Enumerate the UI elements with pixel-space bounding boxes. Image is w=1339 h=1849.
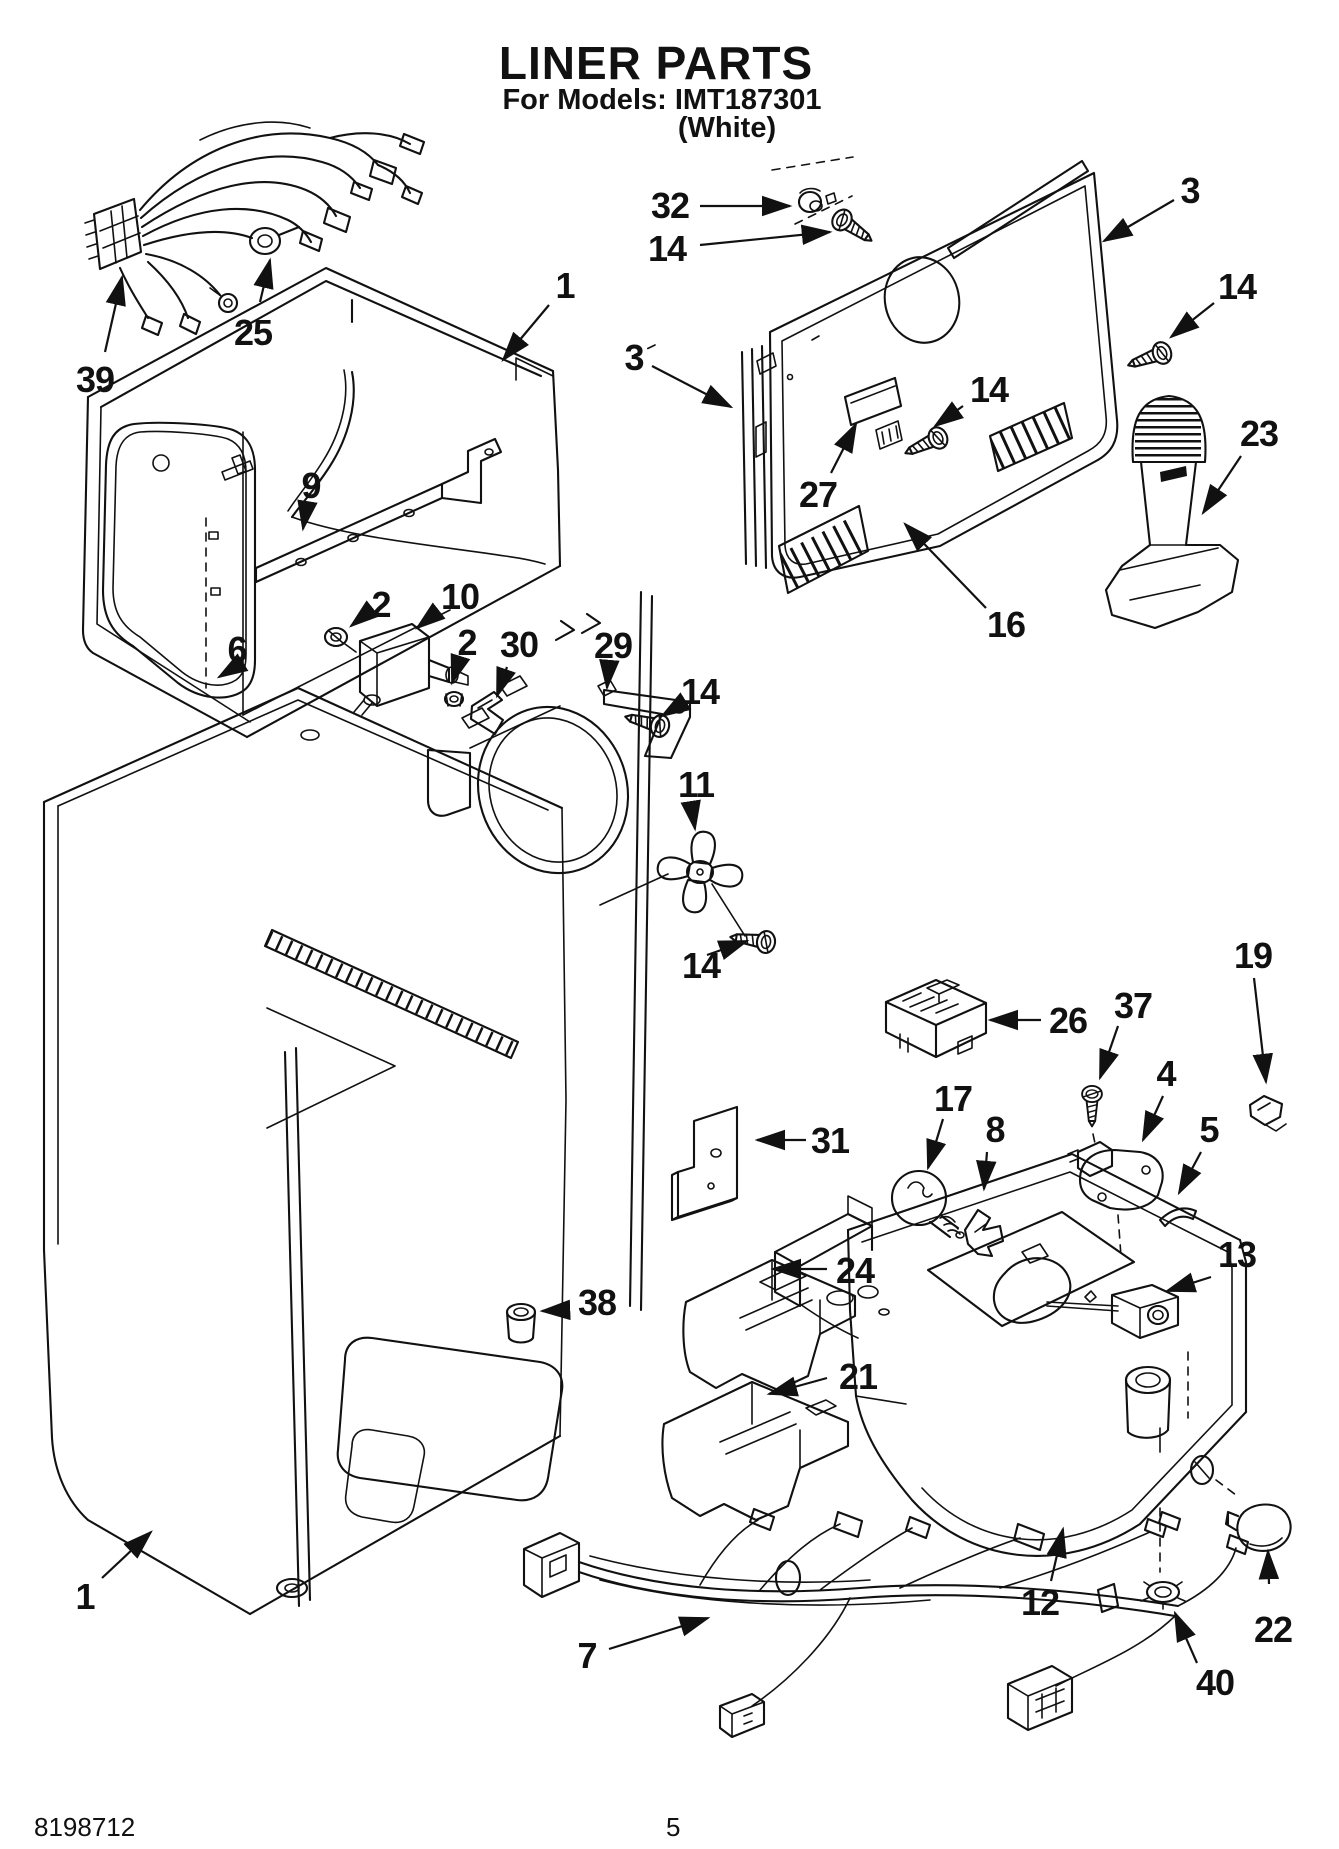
- leader-arrow-2: [348, 600, 380, 628]
- page-number: 5: [666, 1812, 681, 1842]
- callout-6: 6: [227, 629, 247, 670]
- leader-arrow-17: [926, 1118, 947, 1171]
- callout-5: 5: [1199, 1109, 1219, 1150]
- callout-7: 7: [577, 1635, 597, 1676]
- leader-arrow-16: [903, 522, 987, 609]
- leader-arrow-9: [297, 499, 318, 532]
- callout-3: 3: [1180, 170, 1200, 211]
- leader-arrow-12: [1046, 1526, 1067, 1582]
- callout-24: 24: [835, 1250, 875, 1291]
- leader-arrow-39: [103, 274, 126, 353]
- leader-arrow-1: [101, 1530, 153, 1579]
- leader-arrow-14: [699, 224, 833, 247]
- callout-14: 14: [681, 945, 721, 986]
- callout-29: 29: [593, 625, 633, 666]
- leader-arrow-30: [495, 665, 516, 699]
- leader-arrow-27: [830, 421, 858, 474]
- callout-16: 16: [986, 604, 1026, 645]
- evaporator-cover-panel: [627, 156, 1119, 595]
- leader-arrow-14: [706, 939, 750, 961]
- callout-30: 30: [499, 624, 539, 665]
- leader-arrow-40: [1173, 1610, 1199, 1664]
- document-number: 8198712: [34, 1812, 136, 1842]
- leader-arrow-11: [680, 799, 701, 832]
- callout-17: 17: [933, 1078, 973, 1119]
- callout-23: 23: [1239, 413, 1279, 454]
- callout-9: 9: [301, 465, 321, 506]
- callout-2: 2: [457, 622, 477, 663]
- leader-arrow-23: [1201, 455, 1242, 516]
- callout-21: 21: [838, 1356, 878, 1397]
- callout-38: 38: [577, 1282, 617, 1323]
- leader-arrow-14: [932, 401, 964, 428]
- callout-31: 31: [810, 1120, 850, 1161]
- leader-arrow-1: [501, 304, 550, 362]
- callout-2: 2: [371, 584, 391, 625]
- support-bracket: [254, 437, 503, 584]
- callout-40: 40: [1195, 1662, 1235, 1703]
- callout-13: 13: [1217, 1234, 1257, 1275]
- wire-harness-evaporator: [84, 121, 426, 337]
- leader-arrow-14: [1168, 302, 1215, 339]
- callout-37: 37: [1113, 985, 1153, 1026]
- damper-control-tower: [1104, 394, 1240, 630]
- callout-32: 32: [650, 185, 690, 226]
- leader-arrow-13: [1164, 1272, 1212, 1293]
- models-subtitle: For Models: IMT187301: [502, 84, 822, 116]
- callout-19: 19: [1233, 935, 1273, 976]
- leader-arrow-25: [253, 257, 274, 303]
- callout-10: 10: [440, 576, 480, 617]
- callout-26: 26: [1048, 1000, 1088, 1041]
- callout-22: 22: [1253, 1609, 1293, 1650]
- callout-8: 8: [985, 1109, 1005, 1150]
- callout-14: 14: [647, 228, 687, 269]
- finish-subtitle: (White): [677, 112, 777, 144]
- control-housing: [773, 1152, 1292, 1610]
- leader-arrow-19: [1252, 977, 1273, 1085]
- callout-14: 14: [969, 369, 1009, 410]
- drain-grommet: [505, 1302, 537, 1344]
- foam-air-blocks: [661, 1258, 857, 1522]
- callout-1: 1: [555, 265, 575, 306]
- leader-arrow-3: [1101, 199, 1175, 243]
- leader-arrow-14: [659, 692, 692, 718]
- wire-harness-main: [522, 1507, 1250, 1739]
- leader-arrow-22: [1258, 1548, 1280, 1585]
- leader-arrow-8: [976, 1151, 997, 1192]
- callout-3: 3: [624, 337, 644, 378]
- callout-39: 39: [75, 359, 115, 400]
- callout-27: 27: [798, 474, 838, 515]
- leader-arrow-38: [539, 1299, 571, 1321]
- callout-1: 1: [75, 1576, 95, 1617]
- leader-arrow-29: [599, 659, 620, 691]
- callout-11: 11: [677, 764, 715, 805]
- callout-25: 25: [233, 312, 273, 353]
- leader-arrow-2: [450, 652, 471, 686]
- callout-12: 12: [1020, 1582, 1060, 1623]
- callout-14: 14: [1217, 266, 1257, 307]
- callout-14: 14: [680, 671, 720, 712]
- leader-arrow-5: [1177, 1151, 1202, 1196]
- leader-arrow-6: [216, 653, 249, 679]
- page-title: LINER PARTS: [498, 37, 814, 89]
- callout-4: 4: [1156, 1053, 1176, 1094]
- leader-arrow-3: [651, 365, 734, 409]
- leader-arrow-4: [1141, 1095, 1165, 1143]
- leader-arrow-7: [608, 1616, 711, 1651]
- leader-arrow-21: [766, 1376, 828, 1397]
- fresh-food-liner: [42, 686, 567, 1616]
- leader-arrow-10: [414, 602, 446, 630]
- leader-arrow-37: [1098, 1025, 1120, 1081]
- small-parts-cluster: [670, 978, 1287, 1419]
